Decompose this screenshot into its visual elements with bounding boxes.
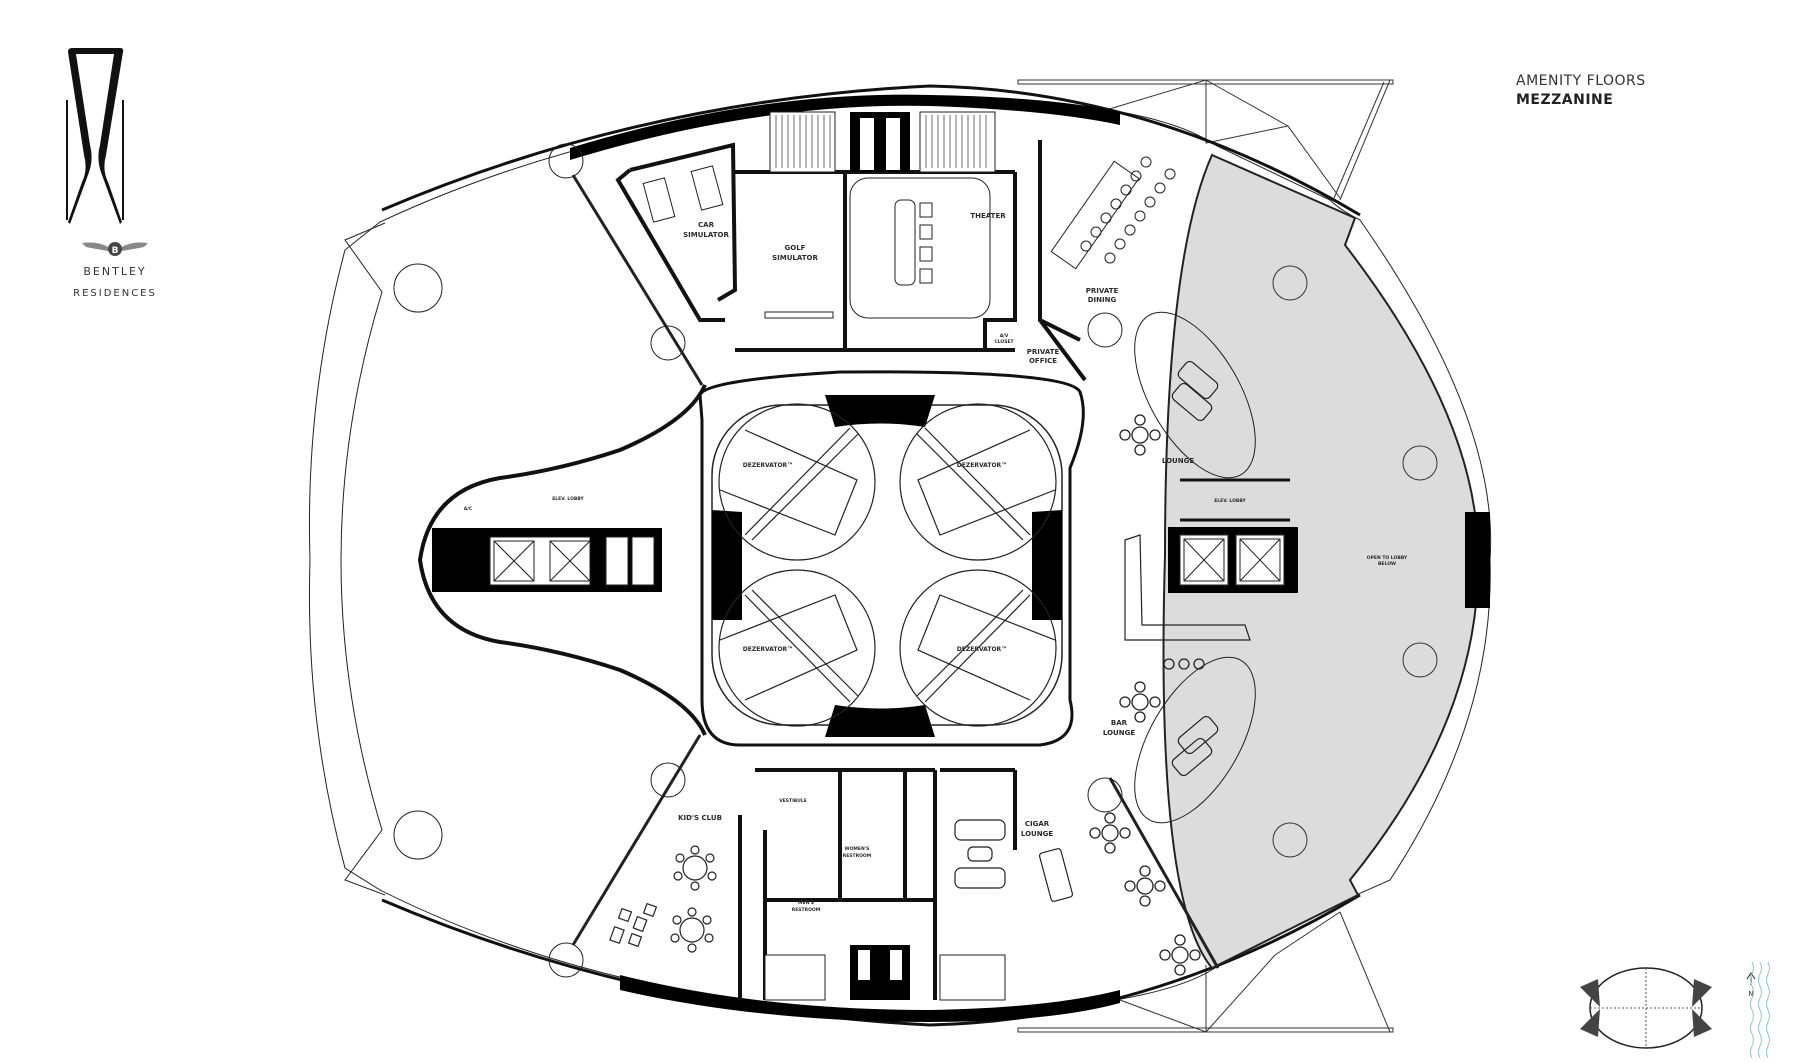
svg-text:N: N — [1748, 990, 1753, 998]
envelope-north — [381, 84, 1361, 217]
svg-text:GOLF: GOLF — [785, 244, 806, 252]
kids-club-tables — [609, 845, 717, 953]
svg-text:BELOW: BELOW — [1378, 561, 1396, 567]
svg-text:B: B — [112, 246, 119, 256]
svg-text:LOUNGE: LOUNGE — [1021, 830, 1053, 838]
svg-text:DEZERVATOR™: DEZERVATOR™ — [743, 462, 793, 469]
brand-logo-block: B BENTLEY RESIDENCES — [50, 40, 180, 299]
bar-counter — [1124, 534, 1251, 641]
east-elev-lobby-walls — [1180, 478, 1290, 522]
svg-text:SIMULATOR: SIMULATOR — [683, 231, 729, 239]
svg-text:LOUNGE: LOUNGE — [1162, 457, 1194, 465]
dezervator-sw — [718, 569, 876, 727]
glazing-se — [1108, 777, 1220, 969]
east-column-wall — [1465, 512, 1490, 608]
golf-simulator-screen — [764, 311, 834, 319]
lounge-seating-oval — [1134, 311, 1256, 479]
west-lobe-wall — [417, 384, 707, 736]
glazing-sw — [571, 734, 702, 946]
elevator-cab-icons — [493, 540, 591, 582]
svg-text:OPEN TO LOBBY: OPEN TO LOBBY — [1367, 555, 1408, 561]
cigar-lounge-seating — [954, 819, 1074, 902]
svg-text:SIMULATOR: SIMULATOR — [772, 254, 818, 262]
dezervator-se — [899, 569, 1057, 727]
svg-text:PRIVATE: PRIVATE — [1086, 287, 1119, 295]
svg-text:RESTROOM: RESTROOM — [843, 853, 872, 859]
open-to-lobby-area — [1162, 153, 1480, 970]
water-waves-icon — [1750, 961, 1770, 1059]
column — [1402, 642, 1438, 678]
svg-text:ELEV. LOBBY: ELEV. LOBBY — [1214, 498, 1246, 504]
svg-text:DEZERVATOR™: DEZERVATOR™ — [957, 462, 1007, 469]
south-stair-east — [939, 954, 1006, 1001]
svg-text:CIGAR: CIGAR — [1025, 820, 1050, 828]
theater-seating — [849, 177, 991, 319]
bar-lounge-seating-oval — [1134, 656, 1256, 824]
svg-text:LOUNGE: LOUNGE — [1103, 729, 1135, 737]
svg-text:PRIVATE: PRIVATE — [1027, 348, 1060, 356]
column — [1087, 312, 1123, 348]
column — [548, 942, 584, 978]
west-elevator-shafts — [489, 536, 591, 586]
terrace-west-edge — [340, 222, 386, 896]
plan-title-block: AMENITY FLOORS MEZZANINE — [1516, 73, 1646, 108]
key-plan — [1580, 967, 1712, 1049]
column — [650, 325, 686, 361]
stair-treads-icon — [775, 115, 987, 168]
lounge-sofas — [1171, 360, 1219, 777]
south-stair-west — [764, 954, 826, 1001]
north-stair-east — [919, 111, 996, 173]
central-ring — [698, 370, 1085, 747]
plan-category: AMENITY FLOORS — [1516, 73, 1646, 89]
plan-floor-name: MEZZANINE — [1516, 92, 1614, 108]
column — [1087, 777, 1123, 813]
car-simulator-rigs — [642, 165, 724, 223]
room-labels: CAR SIMULATOR GOLF SIMULATOR THEATER A/V… — [464, 212, 1408, 913]
svg-text:RESTROOM: RESTROOM — [792, 907, 821, 913]
cafe-tables — [1089, 414, 1205, 976]
glass-canopy-north — [1017, 79, 1394, 201]
column — [393, 263, 443, 313]
brand-name: BENTLEY — [83, 265, 147, 278]
svg-text:OFFICE: OFFICE — [1029, 357, 1057, 365]
private-dining-table — [1050, 156, 1176, 270]
svg-text:VESTIBULE: VESTIBULE — [779, 798, 807, 804]
dezervator-ne — [899, 403, 1057, 561]
dezervator-enclosure — [711, 404, 1063, 726]
svg-text:DEZERVATOR™: DEZERVATOR™ — [743, 646, 793, 653]
svg-text:MEN'S: MEN'S — [798, 900, 814, 906]
svg-text:CAR: CAR — [698, 221, 715, 229]
glass-canopy-south — [1017, 911, 1394, 1033]
svg-text:A/C: A/C — [464, 506, 473, 512]
glazing-nw — [571, 174, 704, 386]
bentley-winged-b-icon: B — [82, 242, 148, 256]
column — [548, 143, 584, 179]
column — [1402, 445, 1438, 481]
svg-text:WOMEN'S: WOMEN'S — [845, 846, 870, 852]
column — [650, 762, 686, 798]
column — [1272, 265, 1308, 301]
svg-text:BAR: BAR — [1111, 719, 1128, 727]
south-amenity-walls — [738, 768, 1017, 1000]
north-amenity-walls — [615, 140, 1087, 382]
column — [393, 810, 443, 860]
svg-text:ELEV. LOBBY: ELEV. LOBBY — [552, 496, 584, 502]
north-stair-west — [769, 111, 836, 173]
north-core-block — [850, 112, 910, 172]
dezervator-nw — [718, 403, 876, 561]
bentley-tower-logo-icon — [66, 48, 124, 224]
svg-text:A/V: A/V — [1000, 333, 1009, 339]
svg-text:DINING: DINING — [1088, 296, 1117, 304]
south-core-wall — [620, 975, 1120, 1022]
svg-text:CLOSET: CLOSET — [994, 339, 1014, 345]
svg-text:THEATER: THEATER — [970, 212, 1006, 220]
brand-subtitle: RESIDENCES — [73, 288, 157, 299]
north-core-wall — [570, 94, 1120, 160]
svg-text:KID'S CLUB: KID'S CLUB — [678, 814, 722, 822]
column — [1272, 822, 1308, 858]
svg-text:DEZERVATOR™: DEZERVATOR™ — [957, 646, 1007, 653]
